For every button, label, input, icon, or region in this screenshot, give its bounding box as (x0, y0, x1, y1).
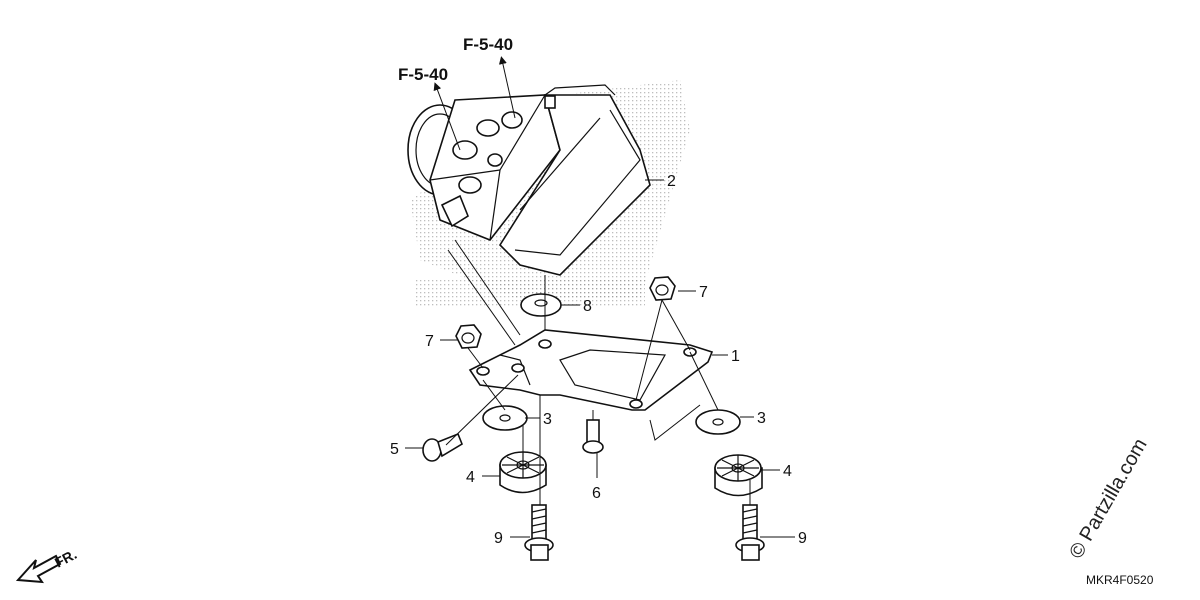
callout-7-left[interactable]: 7 (425, 333, 434, 350)
watermark: © Partzilla.com (1065, 435, 1151, 563)
nut-7-left[interactable] (455, 324, 482, 349)
grommet-4-right[interactable] (714, 454, 763, 497)
callout-3-left[interactable]: 3 (543, 411, 552, 428)
nut-7-right[interactable] (649, 276, 676, 301)
callout-8[interactable]: 8 (583, 298, 592, 315)
ref-arrows (433, 56, 516, 151)
bolt-9-right[interactable] (735, 504, 765, 561)
bolt-6[interactable] (582, 419, 604, 454)
grommet-4-left[interactable] (499, 451, 547, 494)
callout-9-left[interactable]: 9 (494, 530, 503, 547)
callout-2[interactable]: 2 (667, 173, 676, 190)
callout-1[interactable]: 1 (731, 348, 740, 365)
abs-bracket[interactable] (468, 329, 714, 411)
callout-3-right[interactable]: 3 (757, 410, 766, 427)
collar-3-right[interactable] (695, 409, 741, 435)
bolt-9-left[interactable] (524, 504, 554, 561)
washer-8[interactable] (520, 293, 562, 317)
callout-5[interactable]: 5 (390, 441, 399, 458)
diagram-code: MKR4F0520 (1086, 573, 1154, 587)
callout-6[interactable]: 6 (592, 485, 601, 502)
callout-7-right[interactable]: 7 (699, 284, 708, 301)
screw-5[interactable] (422, 432, 463, 462)
guide-lines (445, 239, 751, 505)
ref-label-right[interactable]: F-5-40 (463, 35, 513, 54)
callout-4-left[interactable]: 4 (466, 469, 475, 486)
callout-9-right[interactable]: 9 (798, 530, 807, 547)
ref-label-left[interactable]: F-5-40 (398, 65, 448, 84)
abs-modulator[interactable] (407, 84, 651, 276)
callout-leaders (405, 179, 795, 538)
callout-4-right[interactable]: 4 (783, 463, 792, 480)
front-arrow-icon (15, 554, 62, 584)
